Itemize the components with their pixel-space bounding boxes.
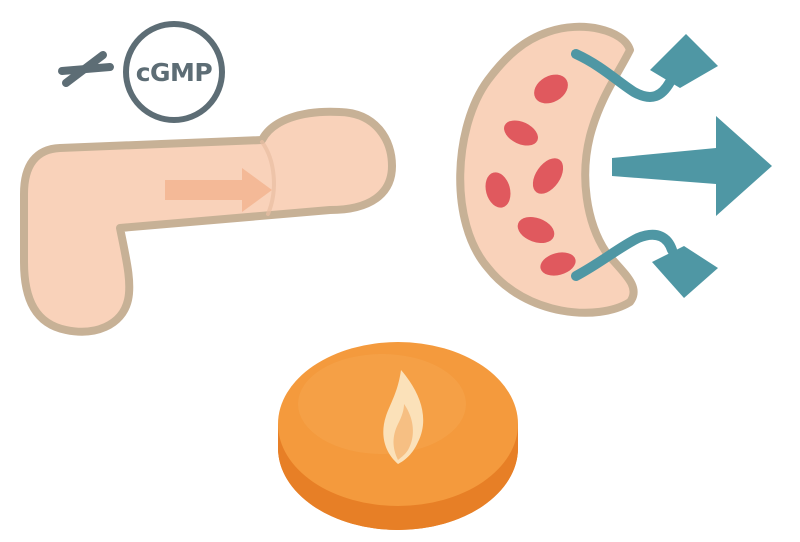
flame-icon [383, 370, 424, 464]
glans-ridge [260, 140, 276, 216]
inhibit-symbol-icon [58, 51, 114, 87]
red-blood-cell-icon [485, 172, 511, 208]
cgmp-circle [123, 21, 225, 123]
pill-highlight [298, 354, 466, 454]
red-blood-cells [485, 74, 576, 276]
red-blood-cell-icon [504, 120, 538, 146]
organ-body [20, 107, 396, 336]
red-blood-cell-icon [540, 252, 576, 276]
red-blood-cell-icon [532, 158, 564, 194]
flow-arrow-icon [165, 168, 272, 212]
red-blood-cell-icon [534, 74, 568, 104]
pill-icon [278, 342, 518, 530]
outflow-arrow-icon [612, 116, 772, 216]
cgmp-label: cGMP [136, 58, 213, 87]
red-blood-cell-icon [517, 216, 555, 244]
penis-organ-icon [20, 107, 396, 336]
blood-vessel-icon [456, 22, 772, 317]
outflow-arrow-icon [571, 229, 718, 298]
cgmp-inhibition-group: cGMP [58, 21, 225, 123]
outflow-arrow-icon [571, 34, 718, 102]
